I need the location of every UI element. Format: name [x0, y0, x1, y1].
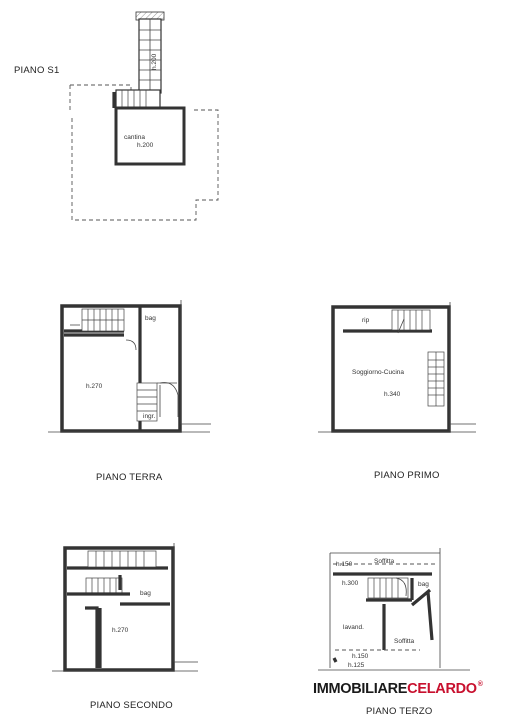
floor-s1: PIANO S1 h.200 cantina h.200	[14, 11, 219, 221]
terzo-lavand-label: lavand.	[343, 624, 364, 631]
floor-secondo: bag h.270 PIANO SECONDO	[52, 543, 198, 711]
s1-stair-height: h.200	[151, 53, 158, 70]
floor-s1-title: PIANO S1	[14, 65, 59, 76]
brand-logo: IMMOBILIARECELARDO®	[313, 681, 483, 701]
cantina-label: cantina	[124, 134, 145, 141]
terra-bag-label: bag	[145, 315, 156, 322]
floor-secondo-title: PIANO SECONDO	[90, 700, 173, 711]
terra-main-height: h.270	[86, 383, 103, 390]
cantina-height: h.200	[137, 142, 154, 149]
brand-logo-part1: IMMOBILIARE	[313, 681, 408, 697]
floor-terra-title: PIANO TERRA	[96, 472, 163, 483]
terzo-bag-label: bag	[418, 581, 429, 588]
secondo-main-height: h.270	[112, 627, 129, 634]
terzo-h125: h.125	[348, 662, 365, 669]
brand-registered-mark: ®	[477, 681, 483, 688]
secondo-bag-label: bag	[140, 590, 151, 597]
floor-terra: bag h.270 ingr. PIANO TERRA	[48, 300, 211, 483]
primo-rip-label: rip	[362, 317, 370, 324]
brand-logo-part2: CELARDO	[407, 681, 477, 697]
floor-terzo: h.150 Soffitta h.300 bag lavand. Soffitt…	[318, 548, 470, 717]
terzo-h150-bottom: h.150	[352, 653, 369, 660]
terzo-soffitta-top: Soffitta	[374, 558, 395, 565]
floor-primo: rip Soggiorno-Cucina h.340 PIANO PRIMO	[318, 302, 476, 481]
primo-soggiorno-label: Soggiorno-Cucina	[352, 369, 404, 376]
floor-primo-title: PIANO PRIMO	[374, 470, 440, 481]
terzo-soffitta-bottom: Soffitta	[394, 638, 415, 645]
primo-soggiorno-height: h.340	[384, 391, 401, 398]
terzo-h150-top: h.150	[336, 561, 353, 568]
floor-terzo-title: PIANO TERZO	[366, 706, 432, 717]
terzo-h300: h.300	[342, 580, 359, 587]
terra-ingr-label: ingr.	[143, 413, 155, 420]
